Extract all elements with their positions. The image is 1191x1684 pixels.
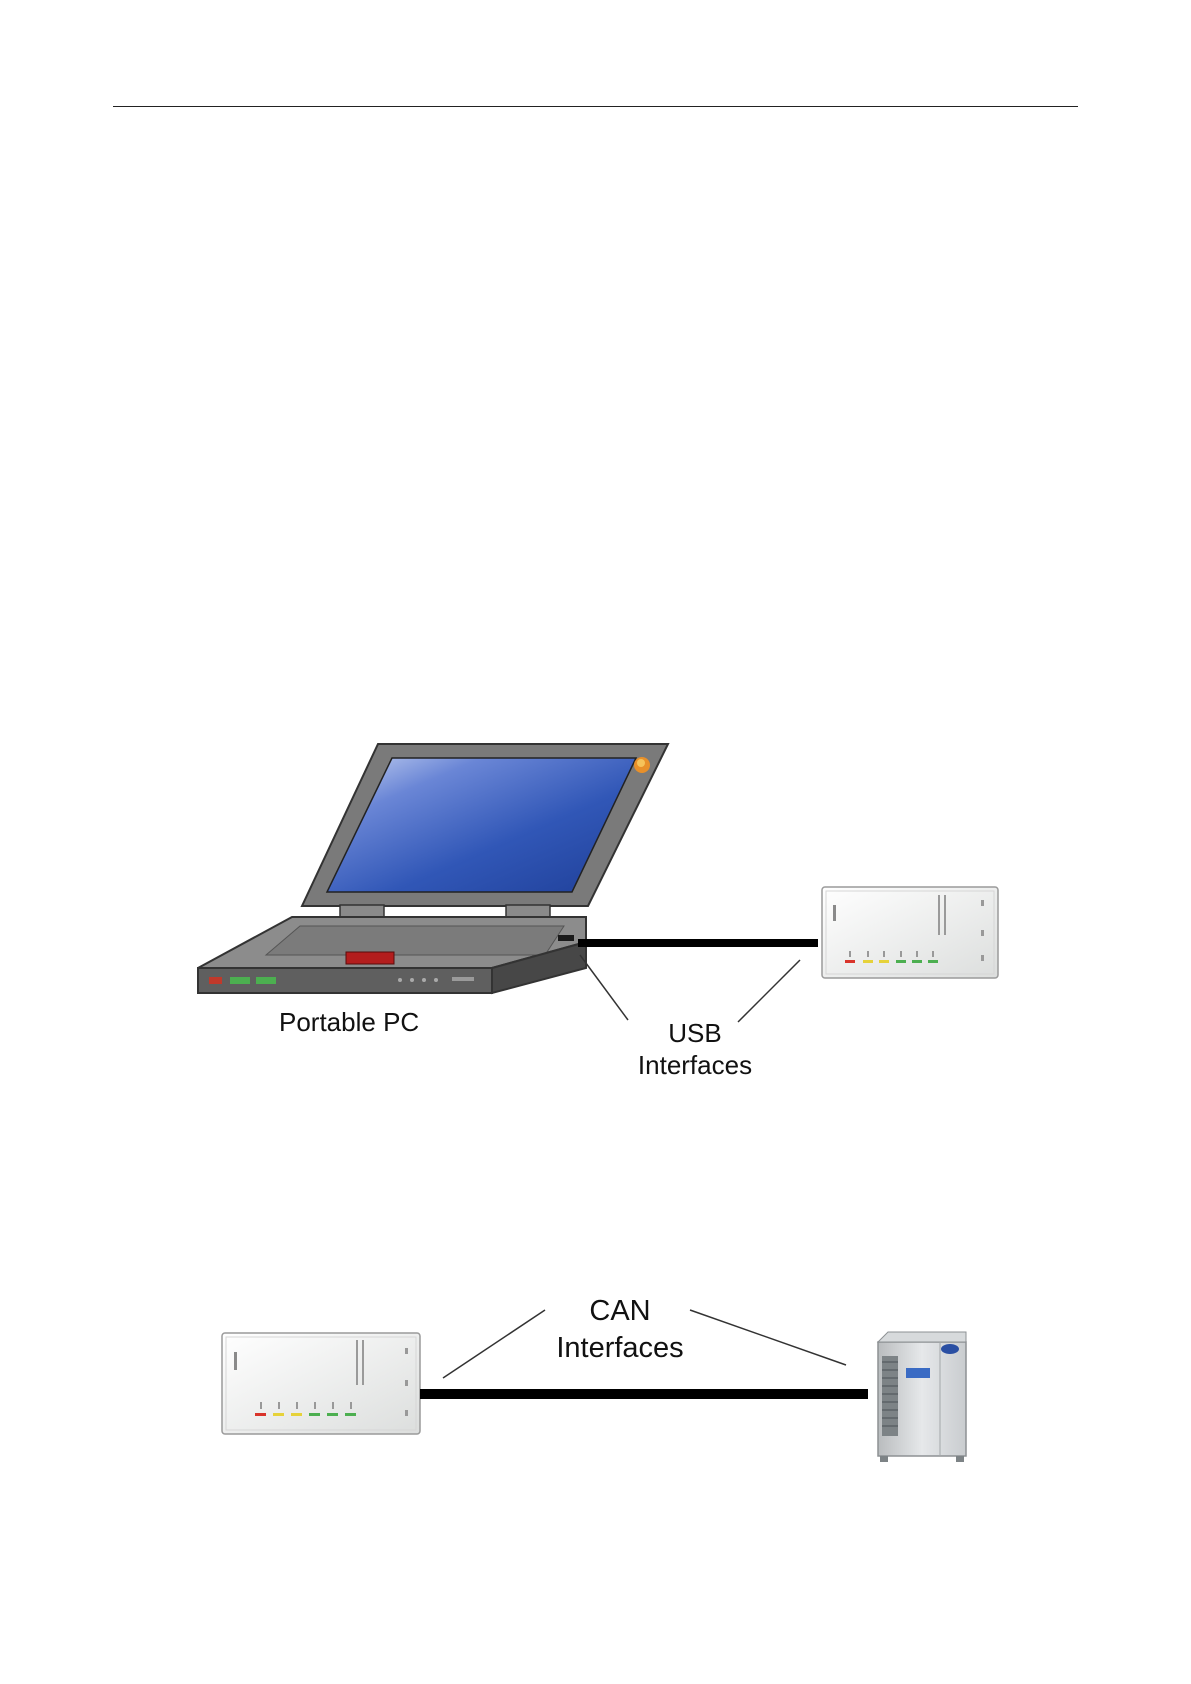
usb-pointer-left: [580, 955, 628, 1020]
usb-pointer-right: [738, 960, 800, 1022]
can-label-line1: CAN: [540, 1293, 700, 1330]
usb-interfaces-label: USB Interfaces: [620, 1017, 770, 1081]
usb-label-line1: USB: [620, 1017, 770, 1049]
laptop-icon: [198, 744, 668, 993]
can-interfaces-label: CAN Interfaces: [540, 1293, 700, 1367]
usb-label-line2: Interfaces: [620, 1049, 770, 1081]
outdoor-ac-unit-icon: [878, 1332, 966, 1462]
can-pointer-left: [443, 1310, 545, 1378]
can-label-line2: Interfaces: [540, 1330, 700, 1367]
gateway-device-icon: [822, 887, 998, 978]
gateway-device-icon: [222, 1333, 420, 1434]
portable-pc-label: Portable PC: [279, 1006, 419, 1038]
can-pointer-right: [690, 1310, 846, 1365]
